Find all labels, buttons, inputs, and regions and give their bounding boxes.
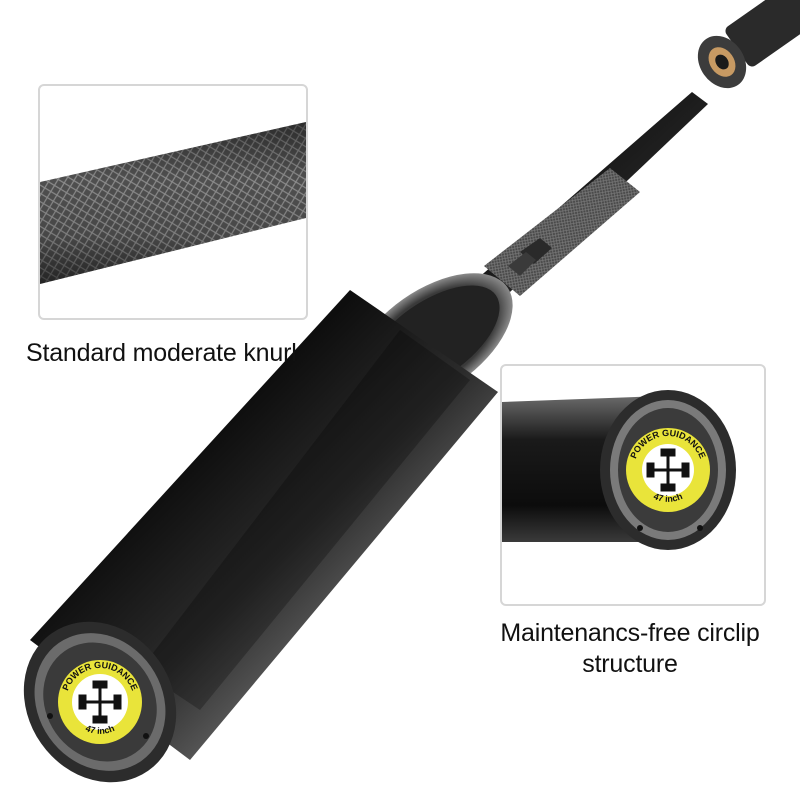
barbell-logo-icon bbox=[78, 680, 122, 724]
barbell-logo-icon bbox=[646, 448, 690, 492]
screw-icon bbox=[697, 525, 703, 531]
cap-size-text: 47 inch bbox=[84, 723, 116, 736]
sleeve-end-cap: POWER GUIDANCE 47 inch bbox=[23, 621, 177, 783]
knurl-caption: Standard moderate knurl bbox=[26, 339, 297, 367]
screw-icon bbox=[143, 733, 149, 739]
knurl-closeup-image bbox=[40, 122, 306, 284]
far-sleeve bbox=[697, 0, 800, 89]
knurl-closeup-inset bbox=[38, 84, 308, 320]
screw-icon bbox=[637, 525, 643, 531]
circlip-closeup-image: POWER GUIDANCE 47 inch bbox=[502, 390, 736, 550]
screw-icon bbox=[47, 713, 53, 719]
circlip-closeup-inset: POWER GUIDANCE 47 inch bbox=[500, 364, 766, 606]
bar-shaft bbox=[446, 92, 708, 330]
cap-size-text: 47 inch bbox=[652, 491, 684, 504]
circlip-caption: Maintenancs-free circlip structure bbox=[500, 619, 760, 679]
main-sleeve bbox=[30, 290, 498, 760]
